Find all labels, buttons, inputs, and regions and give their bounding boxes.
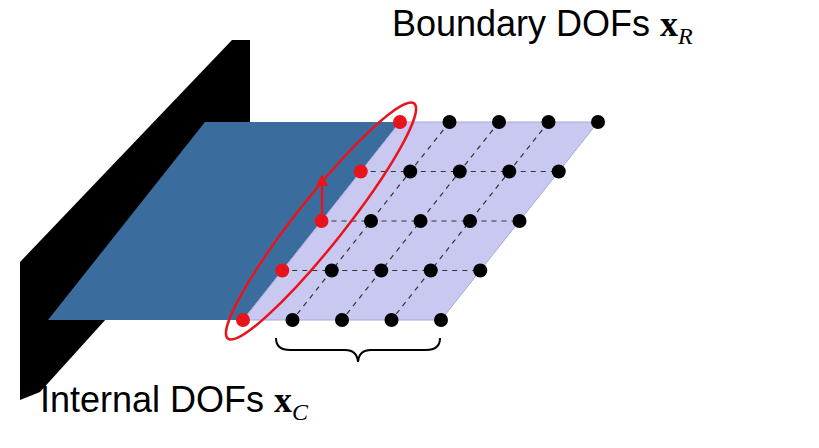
internal-dof [414, 214, 428, 228]
internal-dof [286, 313, 300, 327]
boundary-ellipse [209, 89, 433, 354]
mesh-line [392, 122, 549, 320]
force-arrow [321, 184, 324, 214]
internal-dof [424, 264, 438, 278]
label-text: Internal DOFs [40, 379, 264, 420]
math-symbol: x [274, 380, 292, 420]
subscript: C [292, 399, 308, 425]
force-arrowhead [316, 174, 328, 186]
caption-label: Boundary DOFsxR [392, 4, 693, 49]
subscript: R [678, 23, 693, 49]
internal-dof [473, 264, 487, 278]
mesh-line [293, 122, 450, 320]
caption-label: Internal DOFsxC [40, 380, 308, 425]
internal-dof [434, 313, 448, 327]
internal-dof [325, 264, 339, 278]
internal-dof [385, 313, 399, 327]
internal-dof [374, 264, 388, 278]
internal-dof [453, 165, 467, 179]
mesh-lines [282, 122, 559, 320]
label-text: Boundary DOFs [392, 3, 650, 44]
internal-dof [364, 214, 378, 228]
boundary-dof [393, 115, 407, 129]
boundary-dof [315, 214, 329, 228]
mesh-line [342, 122, 499, 320]
boundary-dof [354, 165, 368, 179]
internal-dof [552, 165, 566, 179]
internal-dof [335, 313, 349, 327]
substructure-region [243, 122, 598, 320]
internal-dof [591, 115, 605, 129]
internal-dof [443, 115, 457, 129]
internal-dof [502, 165, 516, 179]
internal-dof [403, 165, 417, 179]
internal-dof [492, 115, 506, 129]
internal-brace [276, 338, 440, 362]
internal-dof [513, 214, 527, 228]
boundary-dof [236, 313, 250, 327]
math-symbol: x [660, 4, 678, 44]
internal-dof [463, 214, 477, 228]
internal-dof [542, 115, 556, 129]
boundary-dof [275, 264, 289, 278]
